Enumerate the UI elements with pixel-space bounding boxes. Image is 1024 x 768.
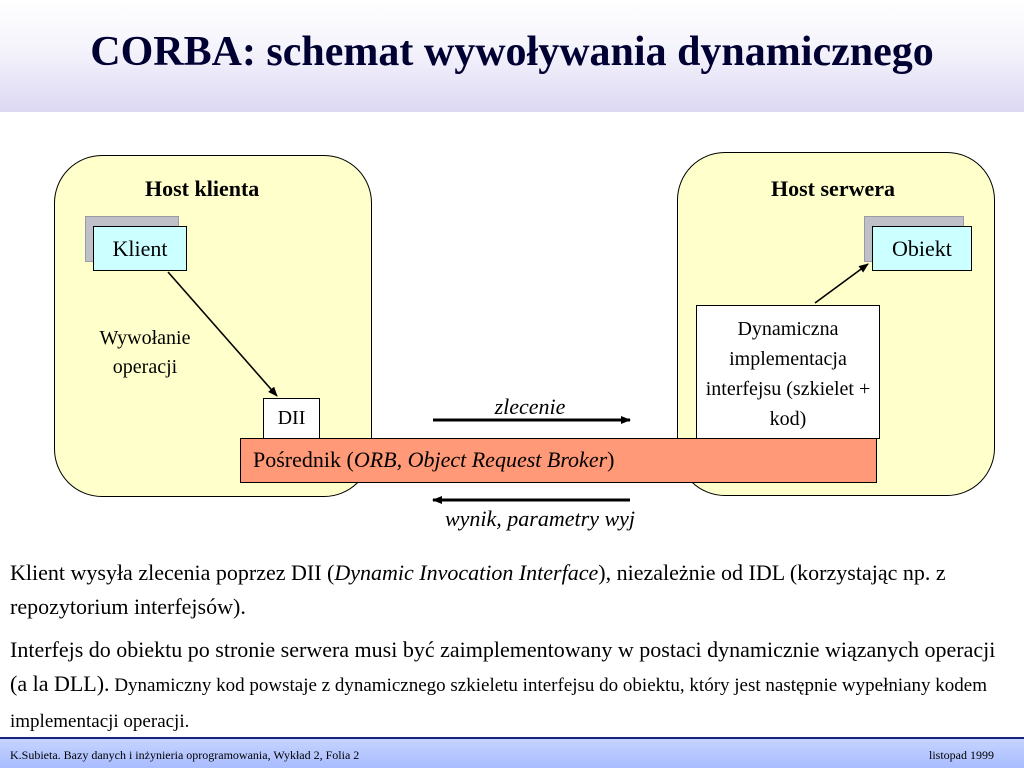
call-operation-label: Wywołanie operacji xyxy=(99,327,191,378)
call-arrow xyxy=(167,271,278,397)
client-box: Klient xyxy=(93,226,187,271)
orb-prefix: Pośrednik ( xyxy=(253,447,354,472)
orb-suffix: ) xyxy=(607,447,615,472)
p1-after: ), niezależnie od IDL (korzystając np. z… xyxy=(10,560,946,619)
footer-left: K.Subieta. Bazy danych i inżynieria opro… xyxy=(10,748,360,762)
p1-before: Klient wysyła zlecenia poprzez DII ( xyxy=(10,560,335,585)
p2-main: Interfejs do obiektu po stronie serwera … xyxy=(10,637,996,696)
skeleton-box: Dynamiczna implementacja interfejsu (szk… xyxy=(696,305,880,439)
footer-right: listopad 1999 xyxy=(929,748,994,762)
orb-bar: Pośrednik (ORB, Object Request Broker) xyxy=(240,438,877,483)
response-label: wynik, parametry wyj xyxy=(444,506,636,531)
title-band xyxy=(0,0,1024,112)
footer-bar: K.Subieta. Bazy danych i inżynieria opro… xyxy=(0,737,1024,768)
object-box: Obiekt xyxy=(872,226,972,271)
paragraph-server: Interfejs do obiektu po stronie serwera … xyxy=(10,633,1014,739)
slide-title: CORBA: schemat wywoływania dynamicznego xyxy=(90,29,934,75)
p2-small: Dynamiczny kod powstaje z dynamicznego s… xyxy=(10,675,988,732)
request-label: zlecenie xyxy=(494,394,566,419)
orb-italic: ORB, Object Request Broker xyxy=(353,447,608,472)
skeleton-to-object-arrow xyxy=(814,263,869,304)
dii-box: DII xyxy=(263,398,320,440)
server-host-title: Host serwera xyxy=(771,176,896,201)
p1-italic: Dynamic Invocation Interface xyxy=(334,560,599,585)
paragraph-dii: Klient wysyła zlecenia poprzez DII (Dyna… xyxy=(10,556,1014,624)
client-host-title: Host klienta xyxy=(145,176,260,201)
